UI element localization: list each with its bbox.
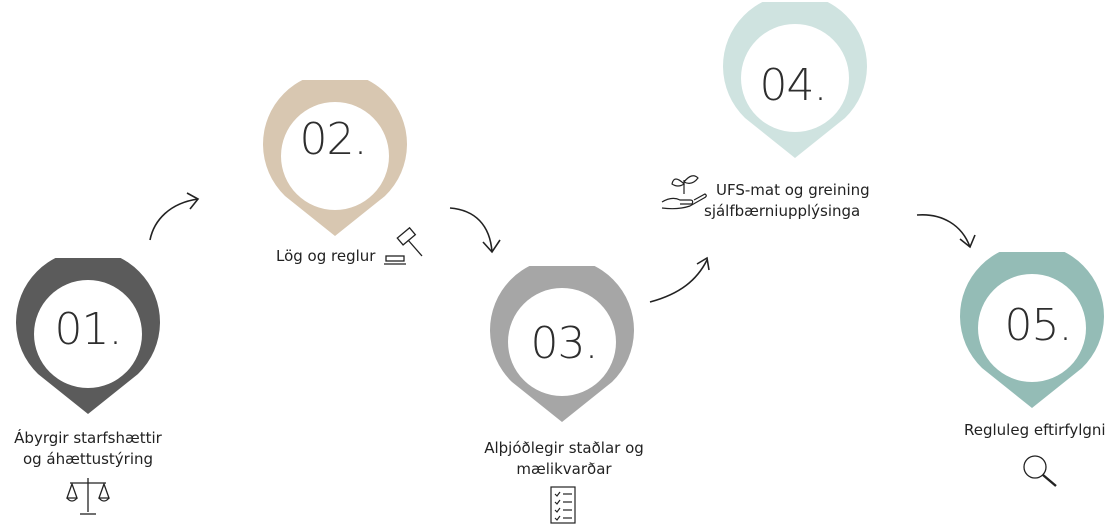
plant-hand-icon xyxy=(661,175,707,210)
step-label: UFS-mat og greining sjálfbærniupplýsinga xyxy=(704,181,870,220)
gavel-icon xyxy=(384,226,423,265)
step-01: 01. xyxy=(8,250,168,418)
map-pin-04 xyxy=(723,0,867,158)
step-number: 05. xyxy=(1004,300,1073,351)
step-number: 04. xyxy=(759,60,828,111)
map-pin-02 xyxy=(263,72,407,237)
arrow-04-to-05 xyxy=(916,214,976,249)
step-label: Ábyrgir starfshættir og áhættustýring xyxy=(14,429,162,468)
arrow-01-to-02 xyxy=(149,192,200,241)
arrow-02-to-03 xyxy=(449,207,501,254)
magnifier-icon xyxy=(1023,455,1057,487)
step-label: Alþjóðlegir staðlar og mælikvarðar xyxy=(484,439,644,478)
arrow-03-to-04 xyxy=(649,256,710,303)
step-02: 02. xyxy=(255,72,415,240)
map-pin-01 xyxy=(16,250,161,414)
step-label: Lög og reglur xyxy=(276,247,376,265)
step-number: 03. xyxy=(530,318,599,369)
step-label: Regluleg eftirfylgni xyxy=(964,421,1106,439)
step-number: 02. xyxy=(299,114,368,165)
step-05: 05. xyxy=(952,244,1112,412)
step-04: 04. xyxy=(715,0,875,162)
checklist-icon xyxy=(550,486,576,524)
step-number: 01. xyxy=(54,304,123,355)
map-pin-05 xyxy=(960,244,1104,408)
map-pin-03 xyxy=(490,258,634,422)
step-03: 03. xyxy=(482,258,642,426)
scales-icon xyxy=(66,478,110,515)
